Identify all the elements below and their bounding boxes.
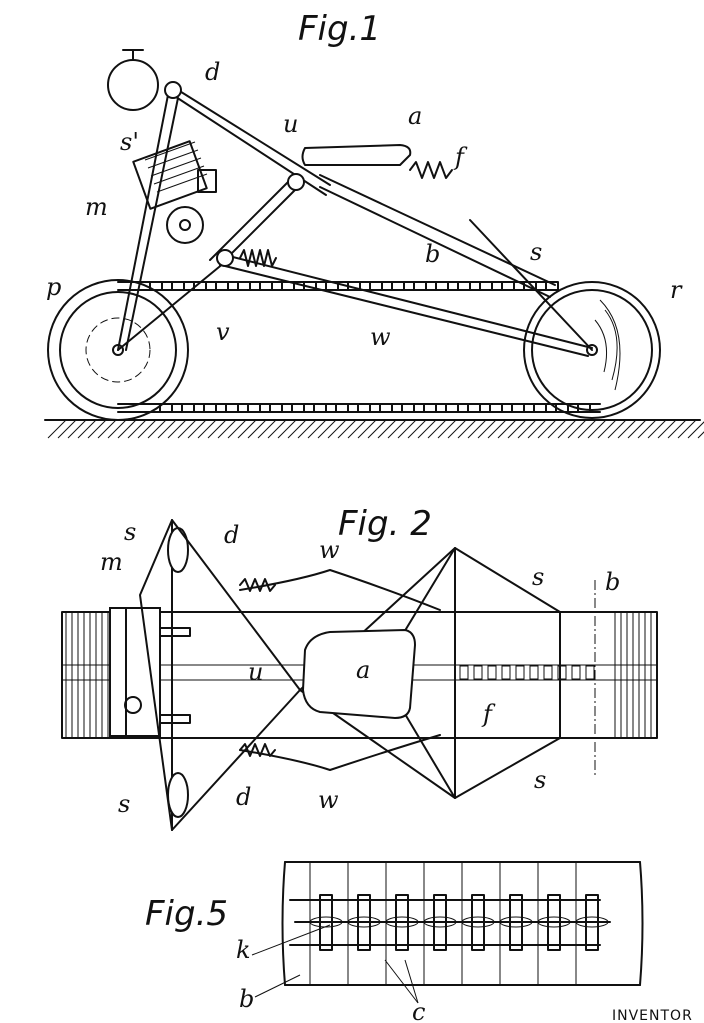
track-belt [117,281,601,413]
engine-block-plan [109,519,191,831]
label-f: f [481,700,496,728]
figure-1: Fig.1 [44,9,704,439]
engine [132,140,217,244]
label-k: k [236,936,251,964]
fig1-title: Fig.1 [298,9,381,49]
label-s: s [530,238,542,266]
front-wheel [47,279,189,421]
label-d: d [205,58,220,86]
seat [301,144,453,179]
fig2-labels: s m d w s b a u f s d w s [100,518,620,818]
label-r: r [670,276,683,304]
fig1-labels: d u a s' f m s b p r v w [46,58,683,351]
label-s-right-top: s [532,563,544,591]
label-d-bottom: d [236,783,251,811]
label-s-top: s [124,518,136,546]
label-u: u [248,658,263,686]
headlamp [107,49,182,111]
track-detail [281,861,644,986]
label-w-bottom: w [318,786,339,814]
label-b: b [239,985,254,1013]
lamps-plan [139,519,301,831]
label-v: v [216,318,230,346]
label-b: b [425,240,440,268]
label-d-top: d [224,521,239,549]
label-s-prime: s' [120,128,139,156]
frame [117,84,593,357]
ground [44,419,704,439]
label-w: w [370,323,391,351]
fig2-title: Fig. 2 [338,504,432,544]
label-b: b [605,568,620,596]
label-m: m [85,193,108,221]
fig5-labels: k b c [236,924,425,1023]
label-f: f [453,143,468,171]
label-u: u [283,110,298,138]
label-m: m [100,548,123,576]
label-a: a [356,656,370,684]
inventor-text: INVENTOR [612,1008,693,1023]
label-a: a [408,102,422,130]
label-c: c [412,998,425,1023]
seat-plan [301,628,417,720]
label-w-top: w [319,536,340,564]
label-p: p [46,273,61,301]
label-s-right-bottom: s [534,766,546,794]
fig5-title: Fig.5 [145,894,228,934]
label-s-bottom: s [118,790,130,818]
figure-2: Fig. 2 [61,504,658,831]
figure-5: Fig.5 k b c [145,861,644,1023]
